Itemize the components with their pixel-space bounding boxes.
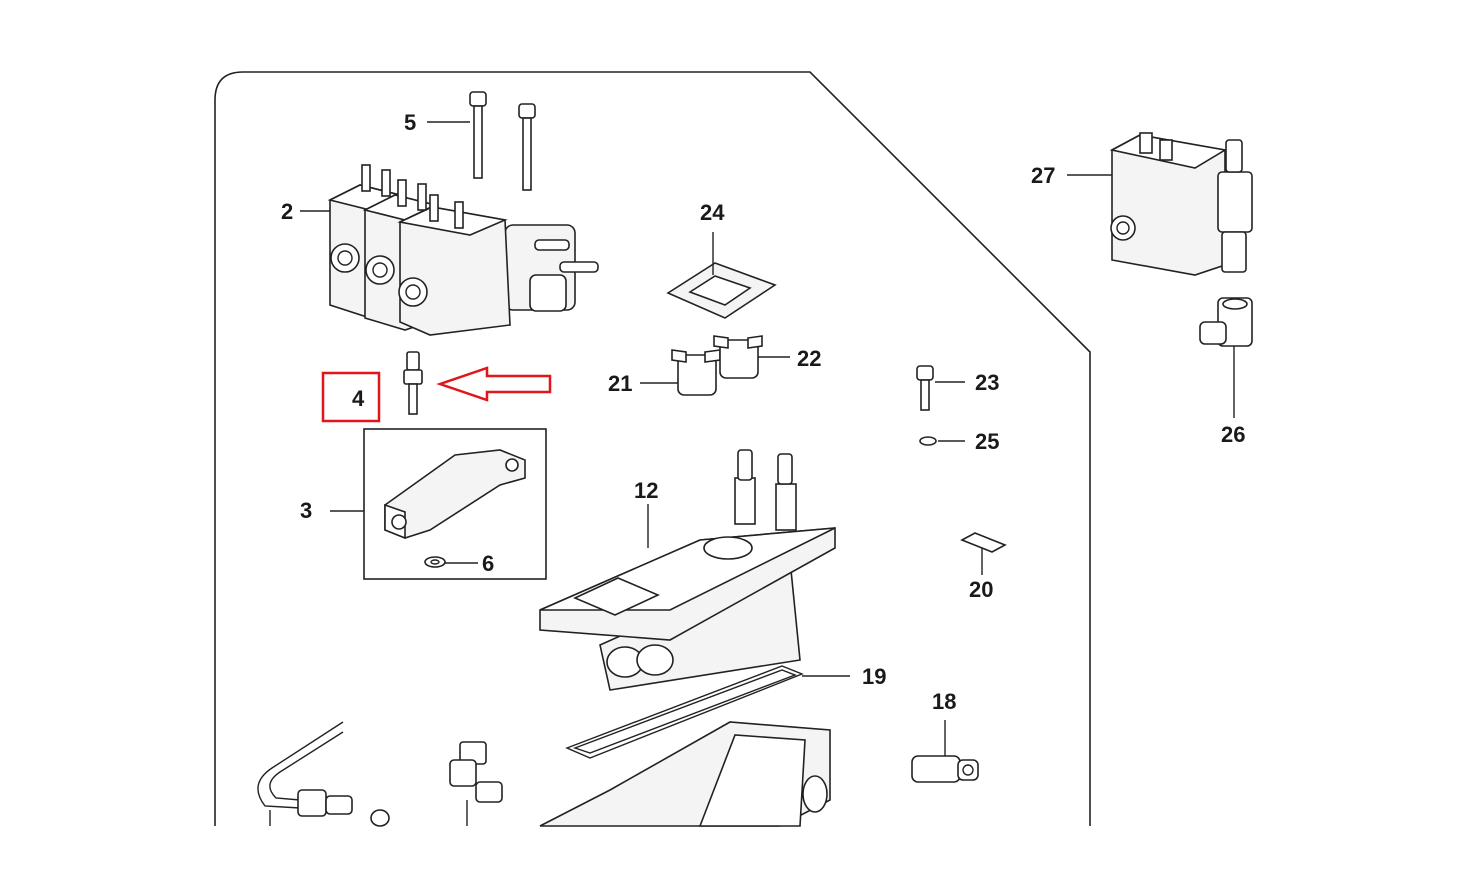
part-18-nipple [911, 720, 979, 783]
part-12-heating-plate [539, 449, 836, 691]
part-23-screw [916, 365, 965, 411]
part-19-gasket [565, 665, 850, 759]
label-18: 18 [932, 689, 956, 714]
part-4-fitting [403, 351, 423, 415]
label-2: 2 [281, 199, 293, 224]
label-4: 4 [352, 386, 365, 411]
part-3-box [363, 428, 547, 580]
label-6: 6 [482, 551, 494, 576]
label-3: 3 [300, 498, 312, 523]
part-21-thermostat [640, 349, 721, 396]
label-12: 12 [634, 478, 658, 503]
label-24: 24 [700, 200, 725, 225]
label-20: 20 [969, 577, 993, 602]
part-3-arm [330, 449, 526, 540]
label-23: 23 [975, 370, 999, 395]
part-20-clip [960, 532, 1007, 575]
part-25-washer [919, 436, 965, 446]
label-22: 22 [797, 346, 821, 371]
part-22-thermostat [713, 335, 790, 379]
part-26-elbow [1199, 297, 1253, 418]
bottom-valve [449, 741, 503, 826]
label-21: 21 [608, 371, 632, 396]
label-26: 26 [1221, 422, 1245, 447]
part-5-screws [427, 91, 536, 191]
part-6-washer [424, 556, 478, 568]
bottom-left-pipe [257, 721, 390, 827]
label-5: 5 [404, 110, 416, 135]
label-27: 27 [1031, 163, 1055, 188]
part-4-highlight-box [321, 371, 381, 423]
part-27-solenoid [1067, 132, 1253, 276]
label-19: 19 [862, 664, 886, 689]
part-24-clip [666, 232, 777, 319]
label-25: 25 [975, 429, 999, 454]
bottom-boiler [539, 721, 831, 827]
diagram-frame [214, 71, 1091, 826]
part-2-solenoid-block [300, 164, 599, 336]
highlight-arrow [436, 366, 552, 402]
